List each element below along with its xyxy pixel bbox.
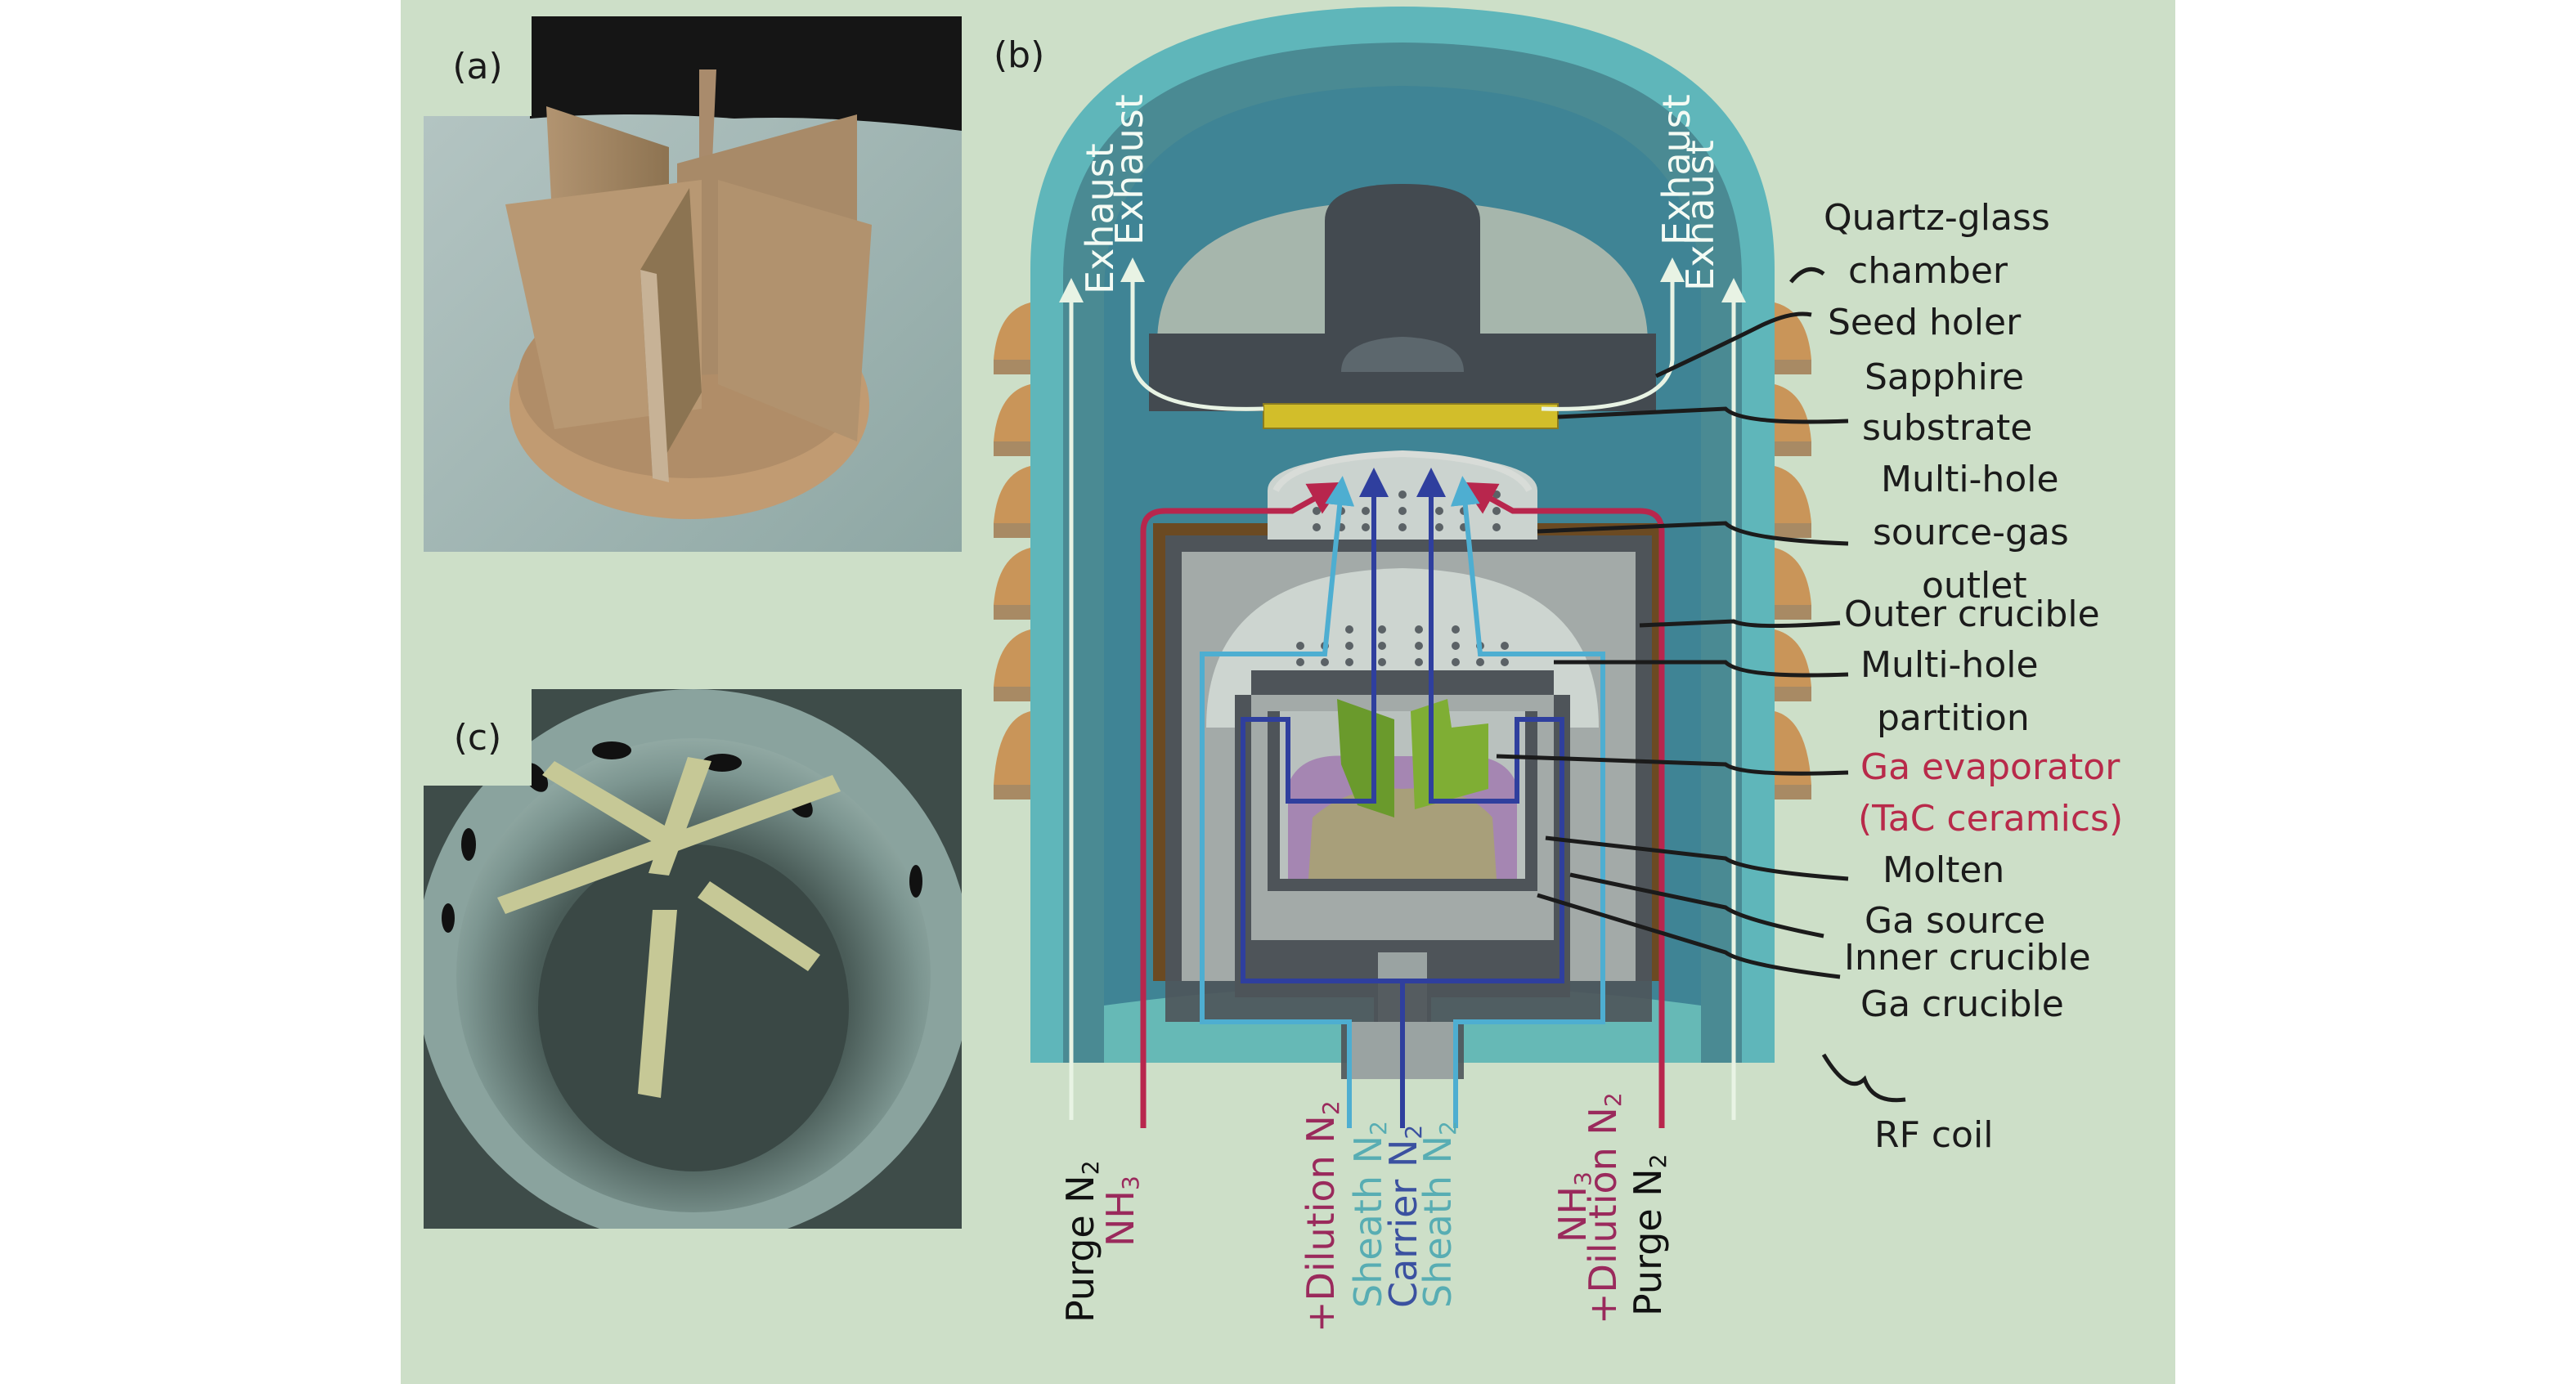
evaporator-photo-image <box>424 16 962 552</box>
label-tac-ceramics: (TaC ceramics) <box>1858 798 2124 840</box>
figure-panel: (a) <box>401 0 2175 1384</box>
panel-c-label: (c) <box>424 689 532 786</box>
exhaust-label-right-outer: Exhaust <box>1678 140 1722 291</box>
sheath-flow-lines <box>1200 476 1605 1128</box>
exhaust-label-left-inner: Exhaust <box>1107 94 1151 245</box>
label-ga-evaporator: Ga evaporator <box>1860 746 2120 788</box>
label-outlet: outlet <box>1922 565 2027 607</box>
reactor-schematic <box>994 7 1906 1128</box>
nh3-flow-lines <box>1140 481 1665 1128</box>
panel-b-label: (b) <box>994 34 1045 76</box>
label-seed-holder: Seed holer <box>1828 302 2022 343</box>
rf-coil-left <box>994 302 1034 799</box>
sapphire-substrate <box>1263 403 1559 429</box>
inlet-dilution-n2-left: +Dilution N2 <box>1299 1100 1344 1332</box>
evaporator-fin <box>718 180 872 441</box>
label-ga-source: Ga source <box>1865 900 2046 942</box>
panel-a-label: (a) <box>424 16 532 116</box>
label-leader-lines <box>1496 266 1906 1103</box>
label-rf-coil: RF coil <box>1874 1114 1994 1156</box>
photo-evaporator: (a) <box>424 16 962 552</box>
label-multi-hole-outlet: Multi-hole <box>1881 459 2059 500</box>
carrier-flow-lines <box>1241 468 1564 1128</box>
label-substrate: substrate <box>1862 407 2033 449</box>
crucible-photo-image <box>424 689 962 1229</box>
label-molten: Molten <box>1883 849 2005 891</box>
label-inner-crucible: Inner crucible <box>1844 937 2091 979</box>
ga-evaporator-tac <box>1337 699 1394 817</box>
label-partition: partition <box>1877 697 2030 739</box>
exhaust-flow-arrows <box>1059 258 1746 1120</box>
label-outer-crucible: Outer crucible <box>1844 593 2100 635</box>
label-sapphire: Sapphire <box>1865 356 2025 398</box>
rf-coil-right <box>1770 302 1811 799</box>
inlet-dilution-n2-right: +Dilution N2 <box>1581 1092 1627 1324</box>
inlet-purge-n2-left: Purge N2 <box>1058 1160 1104 1323</box>
molten-ga-source <box>1308 788 1497 879</box>
label-source-gas: source-gas <box>1873 512 2069 553</box>
photo-crucible-top-view: (c) <box>424 689 962 1229</box>
label-multi-hole-partition: Multi-hole <box>1860 644 2039 686</box>
multi-hole-partition <box>1251 670 1554 695</box>
inlet-nh3-left: NH3 <box>1098 1176 1144 1247</box>
inlet-purge-n2-right: Purge N2 <box>1626 1153 1672 1316</box>
label-chamber: chamber <box>1848 250 2008 292</box>
label-ga-crucible: Ga crucible <box>1860 983 2064 1025</box>
evaporator-fins-top-view <box>497 757 841 1098</box>
inlet-sheath-n2-right: Sheath N2 <box>1416 1121 1461 1308</box>
label-quartz-glass: Quartz-glass <box>1824 197 2050 239</box>
